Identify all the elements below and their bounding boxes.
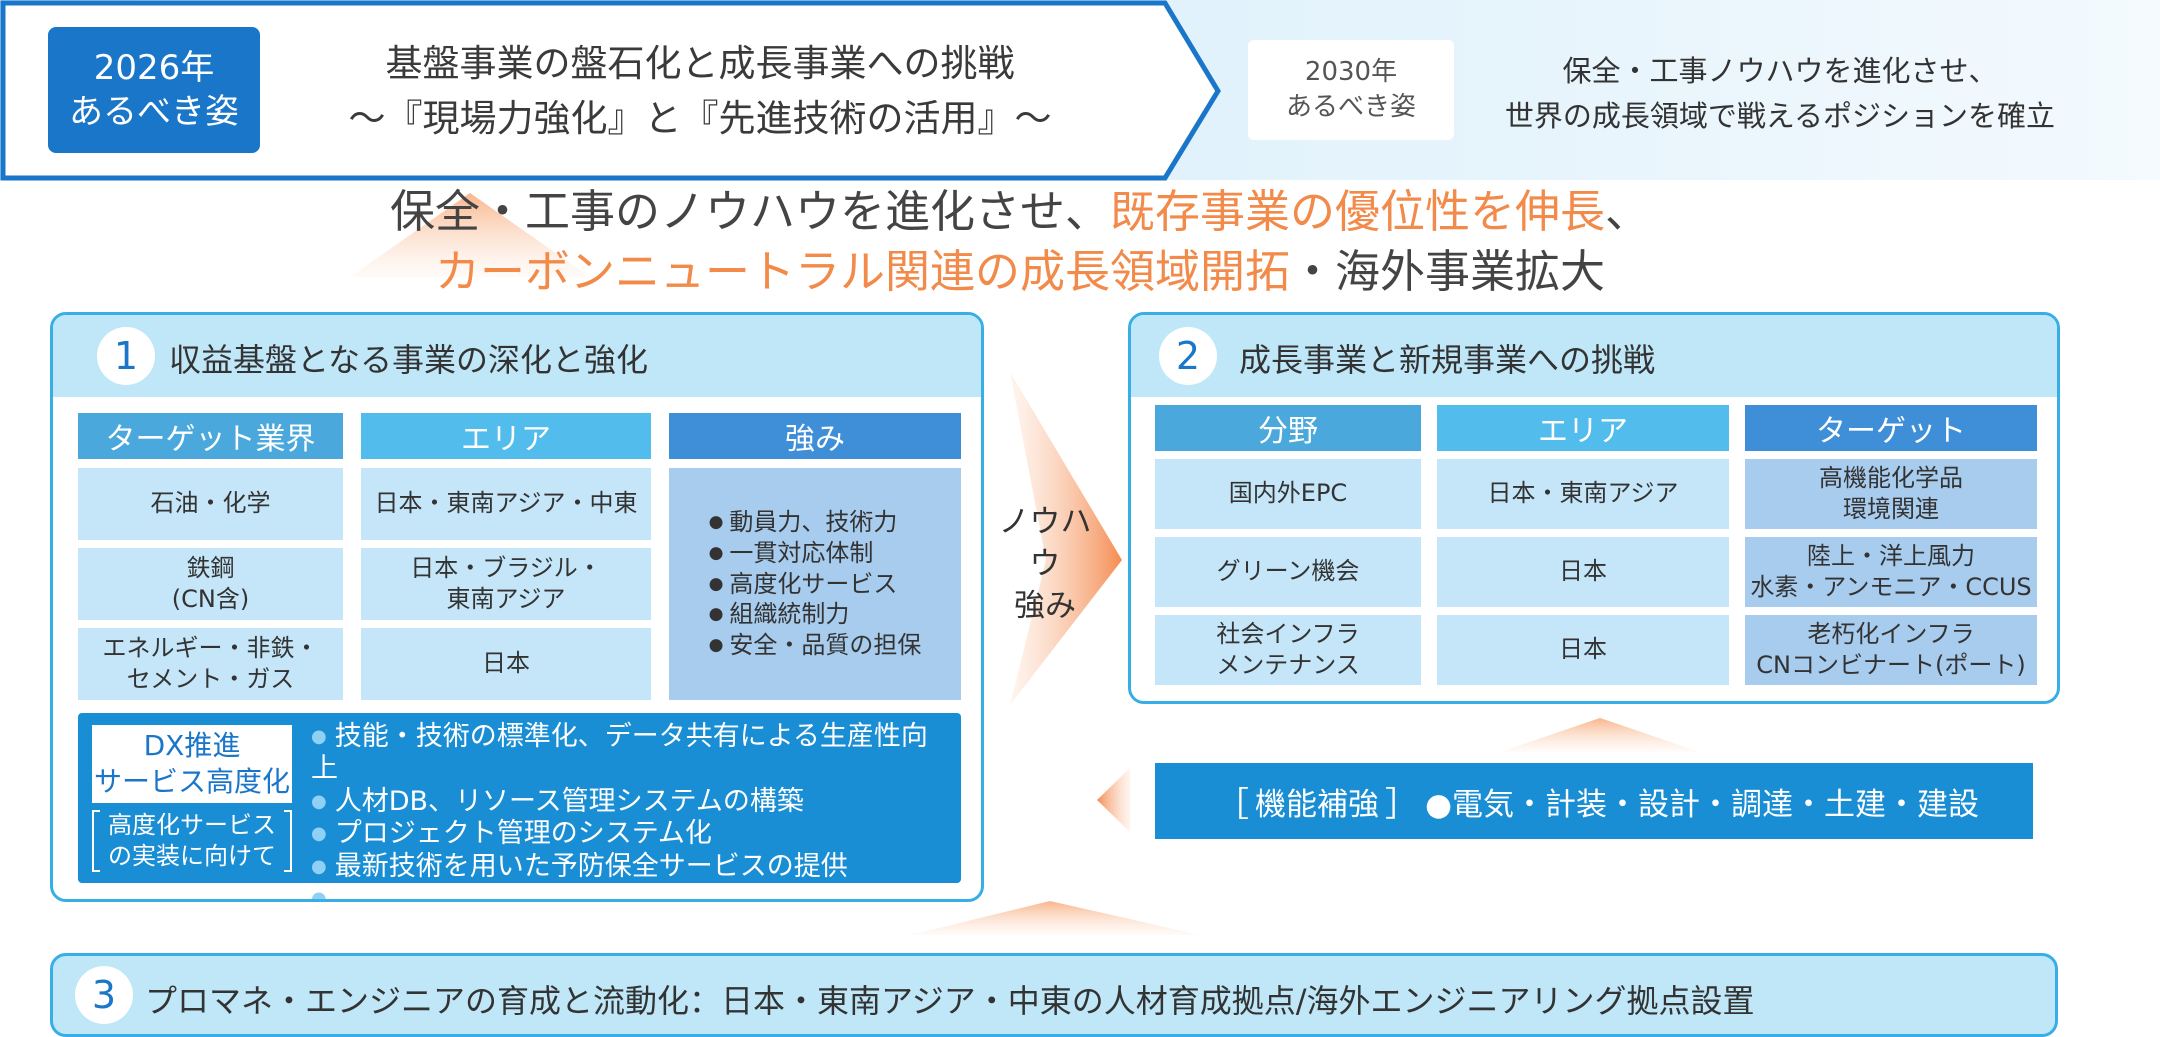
strength-list: 動員力、技術力 一貫対応体制 高度化サービス 組織統制力 安全・品質の担保 — [709, 507, 922, 661]
right-chevron-connector — [1010, 372, 1122, 705]
badge-2030-vision: 2030年 あるべき姿 — [1248, 40, 1454, 140]
panel2-field-cell: 国内外EPC — [1155, 459, 1421, 529]
badge-2026-year: 2026年 — [93, 47, 215, 88]
panel1-header: 1 収益基盤となる事業の深化と強化 — [53, 315, 981, 397]
badge-2026-label: あるべき姿 — [69, 92, 239, 132]
panel1-number: 1 — [97, 327, 155, 385]
function-bracket-close: ］ — [1384, 784, 1419, 825]
panel2-field-cell: グリーン機会 — [1155, 537, 1421, 607]
panel2-target-cell: 高機能化学品 環境関連 — [1745, 459, 2037, 529]
header-title-line1: 基盤事業の盤石化と成長事業への挑戦 — [385, 41, 1015, 85]
up-arrow-bottom — [910, 901, 1200, 935]
badge-2030-year: 2030年 — [1304, 56, 1398, 87]
header-arrow-shape — [0, 0, 1221, 181]
up-arrow-catchphrase — [350, 193, 590, 277]
catchphrase-line1: 保全・工事のノウハウを進化させ、既存事業の優位性を伸長、 — [390, 182, 1650, 242]
header-title: 基盤事業の盤石化と成長事業への挑戦 〜『現場力強化』と『先進技術の活用』〜 — [280, 26, 1120, 156]
panel1-area-cell: 日本・ブラジル・ 東南アジア — [361, 548, 651, 620]
panel-growth-business: 2 成長事業と新規事業への挑戦 分野 エリア ターゲット 国内外EPC グリーン… — [1128, 312, 2060, 704]
vision-line1: 保全・工事ノウハウを進化させ、 — [1562, 54, 1998, 89]
panel1-header-area: エリア — [361, 413, 651, 459]
bottom-number: 3 — [75, 966, 133, 1024]
panel1-area-cell: 日本・東南アジア・中東 — [361, 468, 651, 540]
panel2-number: 2 — [1159, 327, 1217, 385]
bracket-right — [284, 810, 292, 872]
dx-item-list: 技能・技術の標準化、データ共有による生産性向上 人材DB、リソース管理システムの… — [311, 721, 951, 899]
bottom-text: プロマネ・エンジニアの育成と流動化：日本・東南アジア・中東の人材育成拠点/海外エ… — [145, 982, 1755, 1020]
dx-item: 人材DB、リソース管理システムの構築 — [311, 786, 951, 818]
left-arrow-function — [1097, 768, 1130, 832]
badge-2030-label: あるべき姿 — [1285, 92, 1416, 122]
dx-label: DX推進 サービス高度化 — [92, 725, 292, 803]
dx-item: 技能・技術の標準化、データ共有による生産性向上 — [311, 721, 951, 786]
catchphrase-line1-highlight: 既存事業の優位性を伸長 — [1109, 185, 1605, 239]
panel1-strength-cell: 動員力、技術力 一貫対応体制 高度化サービス 組織統制力 安全・品質の担保 — [669, 468, 961, 700]
panel2-target-cell: 老朽化インフラ CNコンビナート(ポート) — [1745, 615, 2037, 685]
connector-label: ノウハウ 強み — [998, 504, 1092, 624]
dx-item: 生産性向上による人材資源の流動化 — [311, 883, 951, 899]
up-arrow-function — [1500, 718, 1700, 752]
panel1-industry-cell: 鉄鋼 (CN含) — [78, 548, 343, 620]
strength-item: 動員力、技術力 — [709, 507, 922, 538]
strength-item: 安全・品質の担保 — [709, 630, 921, 661]
panel2-area-cell: 日本 — [1437, 537, 1729, 607]
catchphrase-line1-a: 保全・工事のノウハウを進化させ、 — [389, 185, 1110, 239]
function-reinforcement-bar: ［ 機能補強 ］ ●電気・計装・設計・調達・土建・建設 — [1155, 763, 2033, 839]
dx-sub-label: 高度化サービス の実装に向けて — [108, 810, 276, 870]
panel2-title: 成長事業と新規事業への挑戦 — [1239, 341, 1656, 379]
catchphrase: 保全・工事のノウハウを進化させ、既存事業の優位性を伸長、 カーボンニュートラル関… — [240, 182, 1800, 302]
catchphrase-line2: カーボンニュートラル関連の成長領域開拓・海外事業拡大 — [435, 242, 1605, 302]
panel2-header: 2 成長事業と新規事業への挑戦 — [1131, 315, 2057, 397]
header-title-line2: 〜『現場力強化』と『先進技術の活用』〜 — [348, 97, 1052, 140]
dx-item: 最新技術を用いた予防保全サービスの提供 — [311, 851, 951, 883]
catchphrase-line2-b: ・海外事業拡大 — [1290, 245, 1606, 298]
panel2-target-cell: 陸上・洋上風力 水素・アンモニア・CCUS — [1745, 537, 2037, 607]
dx-promotion-box: DX推進 サービス高度化 高度化サービス の実装に向けて 技能・技術の標準化、デ… — [78, 713, 961, 899]
strength-item: 一貫対応体制 — [709, 538, 922, 569]
panel2-header-field: 分野 — [1155, 405, 1421, 451]
catchphrase-line2-highlight: カーボンニュートラル関連の成長領域開拓 — [434, 245, 1290, 298]
panel2-area-cell: 日本 — [1437, 615, 1729, 685]
panel1-header-strength: 強み — [669, 413, 961, 459]
panel2-field-cell: 社会インフラ メンテナンス — [1155, 615, 1421, 685]
panel2-header-target: ターゲット — [1745, 405, 2037, 451]
panel1-industry-cell: 石油・化学 — [78, 468, 343, 540]
panel2-area-cell: 日本・東南アジア — [1437, 459, 1729, 529]
dx-item: プロジェクト管理のシステム化 — [311, 818, 951, 850]
strength-item: 高度化サービス — [709, 569, 922, 600]
panel2-header-area: エリア — [1437, 405, 1729, 451]
panel-core-business: 1 収益基盤となる事業の深化と強化 ターゲット業界 エリア 強み 石油・化学 鉄… — [50, 312, 984, 902]
bracket-left — [92, 810, 100, 872]
function-bracket-open: ［ — [1214, 784, 1249, 825]
function-label: 機能補強 — [1254, 786, 1379, 823]
function-items: ●電気・計装・設計・調達・土建・建設 — [1424, 786, 1980, 823]
panel-talent-development: 3 プロマネ・エンジニアの育成と流動化：日本・東南アジア・中東の人材育成拠点/海… — [50, 953, 2058, 1037]
panel1-header-industry: ターゲット業界 — [78, 413, 343, 459]
vision-line2: 世界の成長領域で戦えるポジションを確立 — [1504, 99, 2056, 133]
header-vision-text: 保全・工事ノウハウを進化させ、 世界の成長領域で戦えるポジションを確立 — [1470, 44, 2090, 144]
catchphrase-line1-c: 、 — [1605, 185, 1651, 239]
badge-2026-vision: 2026年 あるべき姿 — [48, 27, 260, 153]
strength-item: 組織統制力 — [709, 599, 922, 630]
panel1-area-cell: 日本 — [361, 628, 651, 700]
panel1-industry-cell: エネルギー・非鉄・ セメント・ガス — [78, 628, 343, 700]
panel1-title: 収益基盤となる事業の深化と強化 — [169, 341, 649, 379]
